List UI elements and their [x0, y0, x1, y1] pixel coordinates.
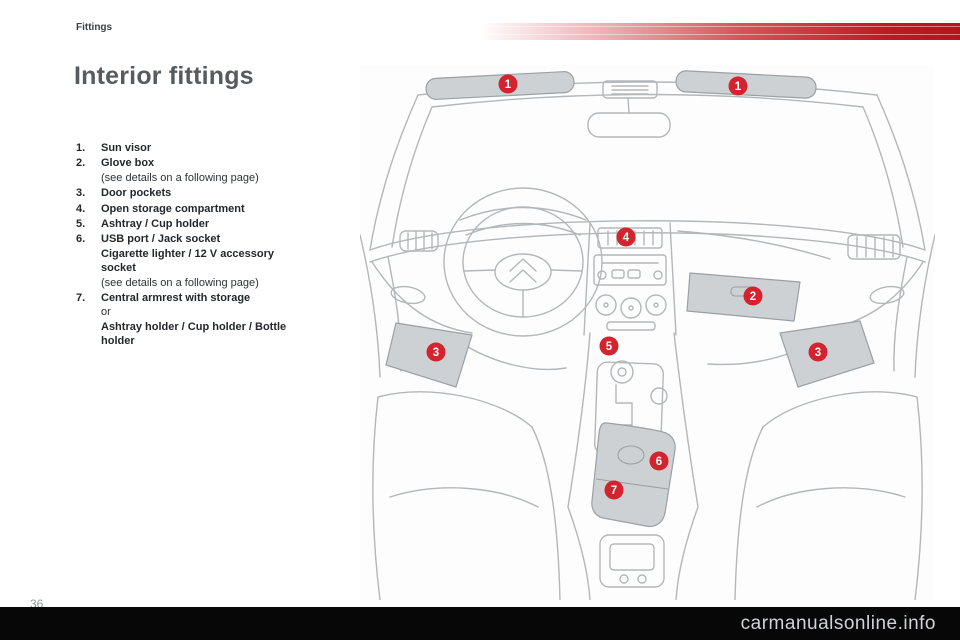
list-item-number: 7.: [76, 292, 86, 305]
list-item-text: Ashtray holder / Cup holder / Bottle: [101, 320, 287, 333]
marker-door-pocket-right: 3: [808, 342, 828, 362]
header-red-stripe: [478, 23, 960, 40]
list-item-number: 1.: [76, 142, 86, 154]
marker-label: 7: [611, 485, 617, 497]
page-title: Interior fittings: [74, 62, 254, 90]
list-item-text: socket: [101, 262, 136, 275]
marker-glove-box: 2: [743, 286, 763, 306]
steering-wheel: [443, 187, 603, 337]
list-item-note: (see details on a following page): [101, 276, 259, 289]
marker-usb-sockets: 6: [649, 451, 669, 471]
car-interior-drawing: 1 1 2 3 3: [359, 70, 936, 601]
marker-open-storage: 4: [616, 227, 636, 247]
watermark-text: carmanualsonline.info: [740, 612, 936, 634]
list-item-text: Ashtray / Cup holder: [101, 218, 210, 231]
list-item: 2. Glove box (see details on a following…: [76, 156, 326, 185]
list-item-or: or: [101, 306, 111, 319]
list-item-text: Sun visor: [101, 142, 152, 154]
glove-box: [686, 272, 801, 322]
list-item: 4. Open storage compartment: [76, 202, 326, 216]
marker-label: 4: [623, 232, 630, 244]
list-item-text: holder: [101, 335, 135, 348]
list-item: 7. Central armrest with storage or Ashtr…: [76, 291, 326, 349]
marker-label: 5: [606, 341, 613, 353]
bottom-bar: carmanualsonline.info: [0, 607, 960, 640]
overhead-console: [602, 80, 658, 99]
list-item-number: 2.: [76, 157, 86, 170]
list-item-text: Door pockets: [101, 187, 172, 200]
marker-central-armrest: 7: [604, 480, 624, 500]
list-item-number: 5.: [76, 218, 86, 231]
marker-label: 1: [735, 81, 742, 93]
interior-diagram: 1 1 2 3 3: [359, 65, 936, 601]
marker-label: 1: [505, 79, 512, 91]
list-item: 3. Door pockets: [76, 186, 326, 200]
dashboard-outline: [369, 206, 926, 334]
door-panels: [359, 234, 936, 378]
list-item-text: Glove box: [101, 157, 155, 170]
list-item: 5. Ashtray / Cup holder: [76, 217, 326, 231]
list-item: 6. USB port / Jack socket Cigarette ligh…: [76, 232, 326, 290]
diagram-markers: 1 1 2 3 3: [426, 74, 828, 500]
rear-console: [599, 534, 665, 588]
list-item: 1. Sun visor: [76, 141, 326, 155]
marker-sun-visor-left: 1: [498, 74, 518, 94]
center-armrest: [591, 422, 676, 528]
marker-label: 6: [656, 456, 662, 468]
list-item-text: Open storage compartment: [101, 202, 245, 215]
marker-ashtray-cupholder: 5: [599, 336, 619, 356]
armrest-seam: [595, 478, 669, 490]
seats: [372, 391, 923, 601]
fittings-list: 1. Sun visor 2. Glove box (see details o…: [76, 141, 326, 350]
list-item-note: (see details on a following page): [101, 171, 259, 184]
list-item-text: USB port / Jack socket: [101, 233, 221, 246]
marker-sun-visor-right: 1: [728, 76, 748, 96]
section-header-label: Fittings: [76, 22, 113, 33]
armrest-cup-recess: [617, 445, 645, 465]
marker-label: 3: [433, 347, 439, 359]
marker-label: 3: [815, 347, 821, 359]
marker-label: 2: [750, 291, 756, 303]
marker-door-pocket-left: 3: [426, 342, 446, 362]
list-item-text: Cigarette lighter / 12 V accessory: [101, 247, 275, 260]
list-item-number: 4.: [76, 202, 86, 215]
windshield-roof-outline: [369, 81, 926, 251]
list-item-number: 3.: [76, 187, 86, 200]
list-item-text: Central armrest with storage: [101, 292, 251, 305]
rearview-mirror: [587, 97, 671, 138]
list-item-number: 6.: [76, 233, 86, 246]
